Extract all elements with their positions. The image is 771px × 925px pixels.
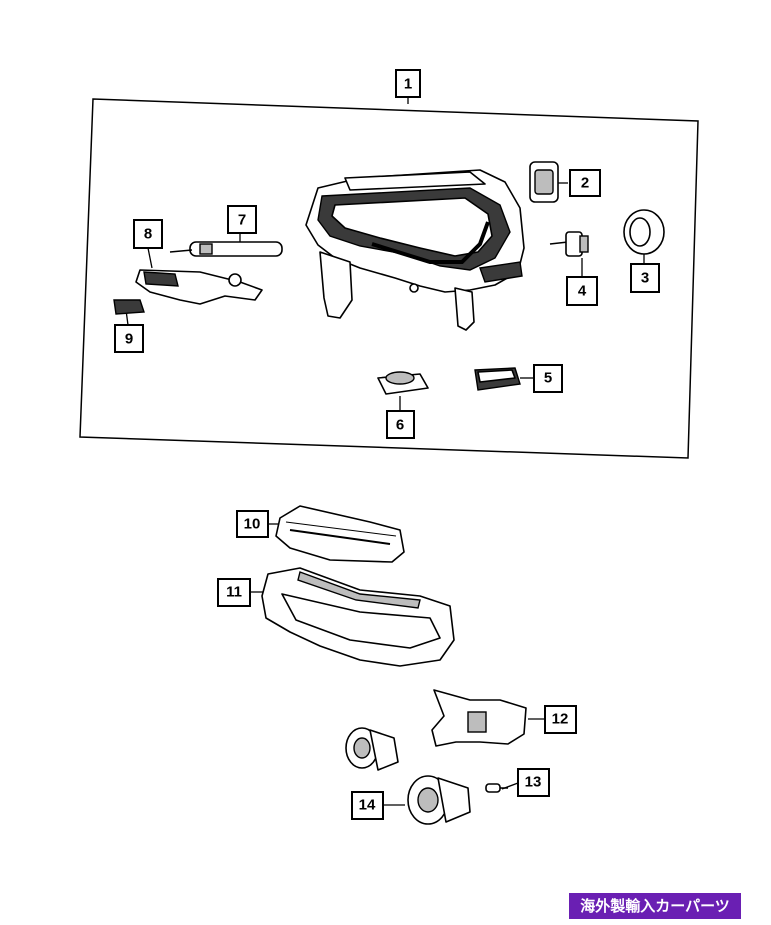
svg-text:2: 2 [581, 175, 589, 192]
svg-text:10: 10 [244, 516, 261, 533]
headlamp-assembly [305, 169, 525, 331]
callout-13: 13 [517, 768, 550, 797]
svg-text:13: 13 [525, 774, 542, 791]
bracket-part [135, 269, 263, 305]
svg-text:7: 7 [238, 212, 246, 229]
callout-4: 4 [566, 276, 598, 306]
callout-7: 7 [227, 205, 257, 234]
callout-14: 14 [351, 791, 384, 820]
callout-9: 9 [114, 324, 144, 353]
callout-3: 3 [630, 263, 660, 293]
svg-text:1: 1 [404, 76, 412, 93]
drl-lamp-part [275, 505, 405, 563]
callout-6: 6 [386, 410, 415, 439]
svg-text:3: 3 [641, 270, 649, 287]
control-module-part [474, 367, 521, 391]
callout-5: 5 [533, 364, 563, 393]
watermark-label: 海外製輸入カーパーツ [569, 893, 741, 919]
callout-12: 12 [544, 705, 577, 734]
fog-bracket-part [431, 689, 527, 747]
callout-8: 8 [133, 219, 163, 249]
igniter-part [377, 371, 429, 395]
callout-2: 2 [569, 169, 601, 197]
bulb-part [549, 231, 589, 257]
bezel-part [261, 567, 455, 667]
fog-lamp-part [345, 727, 471, 825]
svg-text:9: 9 [125, 331, 133, 348]
svg-text:12: 12 [552, 711, 569, 728]
svg-text:8: 8 [144, 226, 152, 243]
callout-11: 11 [217, 578, 251, 607]
actuator-part [169, 241, 283, 257]
ballast-module-part [529, 161, 559, 203]
svg-text:14: 14 [359, 797, 376, 814]
svg-text:4: 4 [578, 283, 587, 300]
small-bulb-part [485, 783, 508, 793]
assembly-frame [79, 98, 699, 459]
dust-cap-part [623, 209, 665, 255]
callout-1: 1 [395, 69, 421, 98]
svg-text:6: 6 [396, 417, 404, 434]
callout-10: 10 [236, 510, 269, 538]
svg-text:11: 11 [226, 584, 242, 601]
clip-part [113, 299, 145, 315]
svg-text:5: 5 [544, 370, 552, 387]
